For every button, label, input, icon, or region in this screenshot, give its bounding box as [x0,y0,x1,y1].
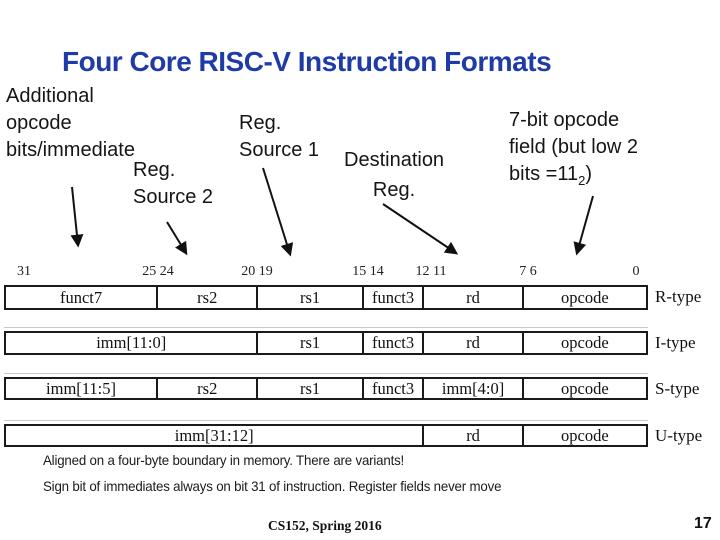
field-r-type-rd: rd [422,287,521,308]
field-s-type-funct3: funct3 [361,379,423,398]
field-u-type-imm3112: imm[31:12] [174,426,254,445]
annotation-7bit-opcode-field: 7-bit opcode field (but low 2 bits =112) [509,107,638,194]
row-shadow-line [4,373,648,374]
format-type-label-i-type: I-type [655,333,696,352]
subscript-2: 2 [578,173,586,188]
field-s-type-imm115: imm[11:5] [46,379,117,398]
annotation-opcode-line3: bits =112) [509,163,593,188]
annotation-reg-source-1: Reg. Source 1 [239,112,320,161]
field-s-type-rs2: rs2 [156,379,256,398]
format-type-label-u-type: U-type [655,426,703,445]
field-i-type-funct3: funct3 [361,333,423,353]
field-r-type-rs1: rs1 [256,287,361,308]
bit-label-12-11: 12 11 [415,264,447,279]
field-i-type-imm110: imm[11:0] [96,333,167,352]
field-i-type-rd: rd [422,333,521,353]
field-s-type-imm40: imm[4:0] [422,379,521,398]
row-shadow-line [4,327,648,328]
field-s-type-opcode: opcode [521,379,646,398]
annotation-opcode-line2: field (but low 2 [509,136,638,158]
bit-label-25-24: 25 24 [142,264,174,279]
bit-label-0: 0 [632,264,640,279]
annotation-destination-reg: Destination Reg. [344,149,445,201]
bit-label-20-19: 20 19 [241,264,273,279]
field-r-type-funct7: funct7 [59,287,103,307]
note-sign-bit: Sign bit of immediates always on bit 31 … [43,478,502,494]
annotation-opcode-line1: 7-bit opcode [509,109,620,131]
bit-label-31: 31 [17,264,31,279]
format-type-label-r-type: R-type [655,287,702,306]
field-r-type-rs2: rs2 [156,287,256,308]
field-s-type-rs1: rs1 [256,379,361,398]
footer-course-label: CS152, Spring 2016 [268,518,382,533]
arrow-opcode-to-opcode [573,195,594,256]
field-i-type-rs1: rs1 [256,333,361,353]
arrow-additional-to-funct7 [70,186,84,248]
bit-label-7-6: 7 6 [519,264,537,279]
annotation-additional-opcode-bits: Additional opcode bits/immediate [6,85,135,161]
annotation-reg-source-2: Reg. Source 2 [133,159,214,208]
arrow-source1-to-rs1 [262,167,294,257]
field-u-type-opcode: opcode [521,426,646,445]
arrow-destination-to-rd [382,203,459,255]
arrow-source2-to-rs2 [166,221,188,256]
field-r-type-funct3: funct3 [361,287,423,308]
row-shadow-line [4,420,648,421]
bit-label-15-14: 15 14 [352,264,384,279]
field-r-type-opcode: opcode [521,287,646,308]
field-i-type-opcode: opcode [521,333,646,353]
format-type-label-s-type: S-type [655,379,700,398]
field-u-type-rd: rd [422,426,521,445]
note-alignment: Aligned on a four-byte boundary in memor… [43,452,405,468]
page-number: 17 [694,515,712,532]
slide-title: Four Core RISC-V Instruction Formats [62,46,552,77]
